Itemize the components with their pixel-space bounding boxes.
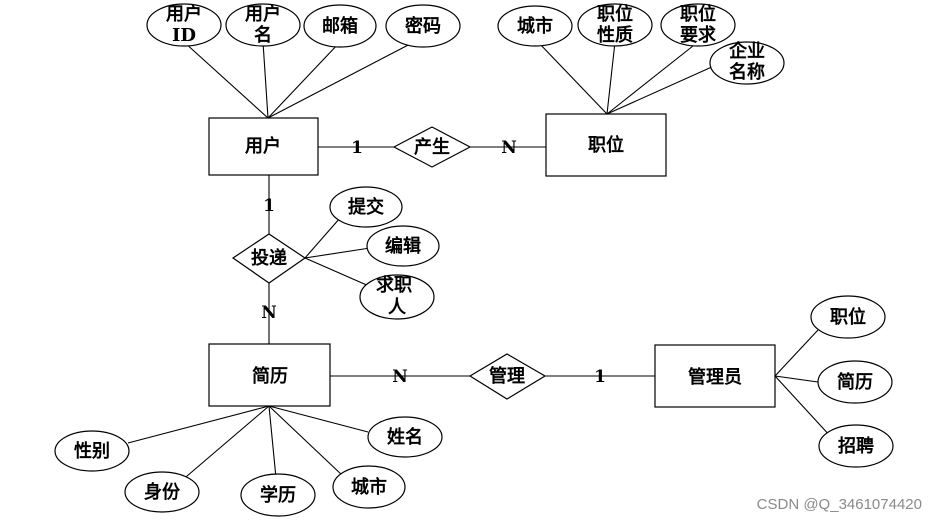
svg-text:密码: 密码: [405, 15, 441, 37]
svg-text:用户: 用户: [245, 3, 281, 25]
svg-text:简历: 简历: [837, 371, 873, 393]
watermark: CSDN @Q_3461074420: [756, 496, 922, 513]
svg-text:用户: 用户: [245, 135, 281, 157]
svg-text:编辑: 编辑: [385, 235, 421, 257]
cardinality-manage-admin: 1: [594, 367, 606, 387]
attr-admin-resume: 简历: [817, 360, 893, 404]
svg-text:管理: 管理: [489, 365, 525, 387]
attr-company-name: 企业 名称: [709, 40, 785, 85]
svg-text:人: 人: [388, 297, 407, 318]
attr-city: 城市: [497, 5, 573, 47]
svg-text:职位: 职位: [830, 306, 866, 328]
attr-gender: 性别: [54, 430, 130, 472]
attr-submit: 提交: [329, 186, 403, 228]
cardinality-produce-position: N: [501, 138, 517, 158]
svg-text:邮箱: 邮箱: [322, 15, 358, 37]
svg-text:城市: 城市: [351, 476, 387, 498]
svg-text:学历: 学历: [260, 484, 296, 506]
svg-text:招聘: 招聘: [838, 435, 874, 457]
cardinality-deliver-resume: N: [261, 303, 277, 323]
cardinality-user-deliver: 1: [263, 196, 275, 216]
attr-email: 邮箱: [303, 4, 377, 48]
attr-password: 密码: [385, 4, 461, 48]
svg-text:用户: 用户: [166, 3, 202, 25]
attr-recruit: 招聘: [818, 424, 894, 468]
svg-text:名: 名: [254, 24, 272, 46]
attr-job-requirements: 职位 要求: [660, 3, 736, 47]
svg-text:提交: 提交: [348, 196, 384, 218]
relationship-manage: 管理: [468, 353, 547, 400]
svg-text:职位: 职位: [597, 3, 633, 25]
svg-text:简历: 简历: [252, 365, 288, 387]
entity-user: 用户: [208, 117, 319, 176]
svg-text:要求: 要求: [680, 24, 717, 46]
svg-text:ID: ID: [172, 25, 196, 46]
svg-text:名称: 名称: [729, 61, 765, 83]
svg-text:城市: 城市: [517, 15, 553, 37]
relationship-produce: 产生: [392, 126, 472, 168]
attr-job-nature: 职位 性质: [577, 3, 653, 47]
entity-admin: 管理员: [654, 344, 776, 408]
svg-text:身份: 身份: [144, 481, 181, 503]
entity-resume: 简历: [208, 343, 331, 407]
svg-text:投递: 投递: [251, 247, 287, 269]
relationship-deliver: 投递: [231, 233, 307, 284]
attr-user-id: 用户 ID: [146, 3, 222, 47]
svg-text:管理员: 管理员: [688, 366, 742, 388]
svg-text:姓名: 姓名: [387, 426, 423, 448]
svg-text:产生: 产生: [414, 136, 450, 158]
attr-job-seeker: 求职 人: [359, 274, 435, 320]
svg-text:职位: 职位: [680, 3, 716, 25]
attr-admin-position: 职位: [810, 295, 886, 339]
svg-text:求职: 求职: [376, 274, 412, 296]
attr-resume-city: 城市: [332, 465, 406, 509]
attr-name: 姓名: [367, 416, 443, 458]
attr-edit: 编辑: [366, 225, 440, 267]
attr-username: 用户 名: [225, 3, 301, 47]
svg-text:性质: 性质: [597, 24, 633, 46]
connector-lines: [127, 41, 833, 483]
cardinality-resume-manage: N: [392, 367, 408, 387]
entity-position: 职位: [545, 113, 667, 177]
attr-identity: 身份: [124, 471, 200, 513]
svg-text:企业: 企业: [728, 40, 765, 62]
svg-text:职位: 职位: [588, 134, 624, 156]
cardinality-user-produce: 1: [351, 138, 363, 158]
attr-education: 学历: [240, 473, 316, 517]
svg-text:性别: 性别: [74, 440, 110, 462]
